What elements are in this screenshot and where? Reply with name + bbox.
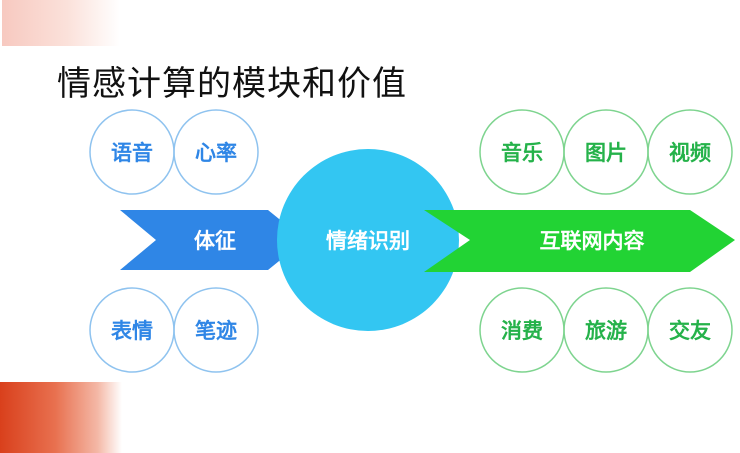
label-music: 音乐 bbox=[501, 141, 543, 165]
circle-outline-heartrate bbox=[173, 109, 259, 195]
circle-outline-video bbox=[647, 109, 733, 195]
label-internet-content: 互联网内容 bbox=[539, 229, 645, 253]
label-handwriting: 笔迹 bbox=[195, 319, 237, 343]
center-circle bbox=[277, 149, 459, 331]
label-social: 交友 bbox=[669, 319, 711, 343]
decorative-corner-bottom bbox=[0, 382, 122, 453]
green-chevron-arrow bbox=[424, 210, 735, 272]
circle-outline-social bbox=[647, 287, 733, 373]
label-video: 视频 bbox=[669, 141, 711, 165]
label-expression: 表情 bbox=[111, 319, 153, 343]
label-voice: 语音 bbox=[111, 141, 153, 165]
label-vital-signs: 体征 bbox=[194, 229, 236, 253]
label-travel: 旅游 bbox=[585, 319, 627, 343]
label-consumption: 消费 bbox=[501, 319, 543, 343]
label-heartrate: 心率 bbox=[195, 141, 237, 165]
blue-chevron-arrow bbox=[120, 210, 305, 270]
label-images: 图片 bbox=[585, 141, 627, 165]
circle-outline-handwriting bbox=[173, 287, 259, 373]
decorative-corner-top bbox=[2, 0, 120, 46]
label-emotion-recognition: 情绪识别 bbox=[326, 229, 410, 253]
page-title: 情感计算的模块和价值 bbox=[57, 64, 407, 104]
